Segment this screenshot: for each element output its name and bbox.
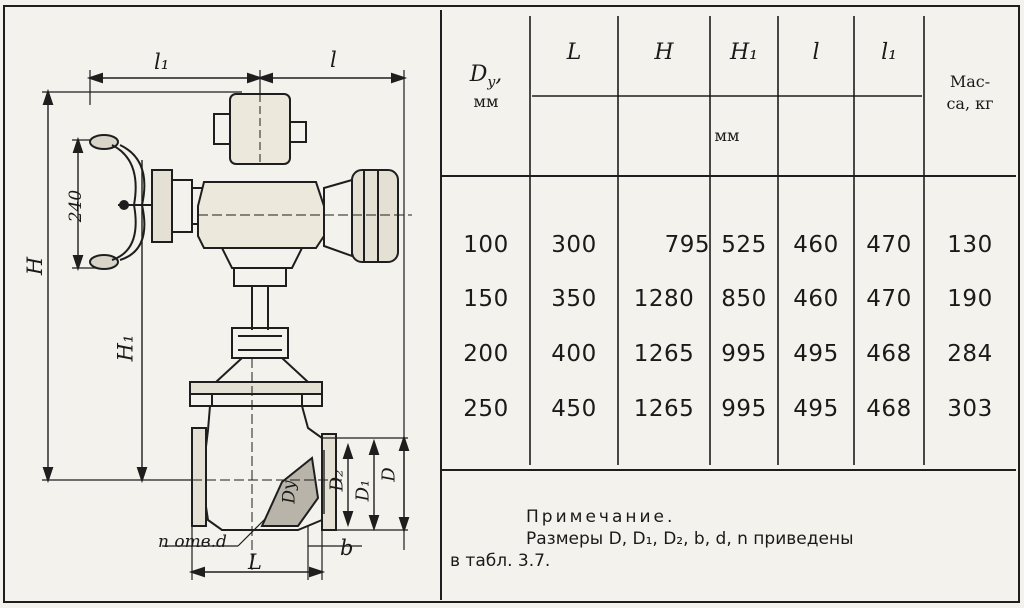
cell: 460	[793, 286, 839, 312]
cell: 200	[463, 341, 509, 367]
col-header-dy-unit: мм	[473, 92, 499, 111]
note-title: Примечание.	[526, 507, 676, 527]
cell: 468	[866, 396, 912, 422]
label-D: D	[378, 467, 400, 482]
cell: 1265	[633, 396, 695, 422]
label-H: H	[23, 256, 48, 276]
label-holes: n отв.d	[158, 532, 227, 552]
cell: 995	[721, 341, 767, 367]
label-l1: l₁	[154, 50, 170, 74]
cell: 850	[721, 286, 767, 312]
cell: 303	[947, 396, 993, 422]
col-header-l: l	[812, 40, 820, 65]
label-240: 240	[66, 189, 87, 223]
cell: 470	[866, 286, 912, 312]
cell: 1265	[633, 341, 695, 367]
label-b: b	[340, 536, 354, 560]
col-header-H1: H₁	[729, 40, 758, 65]
unit-mm: мм	[714, 126, 740, 145]
cell: 460	[793, 232, 839, 258]
label-L: L	[248, 550, 262, 574]
cell: 100	[463, 232, 509, 258]
col-header-l1: l₁	[881, 40, 897, 65]
cell: 400	[551, 341, 597, 367]
valve-drawing-svg	[42, 70, 412, 580]
col-header-mass-2: са, кг	[946, 94, 994, 113]
cell: 470	[866, 232, 912, 258]
cell: 495	[793, 396, 839, 422]
cell: 450	[551, 396, 597, 422]
col-header-dy-subscript: y	[487, 74, 496, 91]
cell: 284	[947, 341, 993, 367]
dimensions-table: Dy, мм L H H₁ l l₁ Мас- са, кг мм 100 30…	[440, 10, 1016, 600]
cell: 525	[721, 232, 767, 258]
label-D1: D₁	[352, 479, 374, 502]
cell: 350	[551, 286, 597, 312]
label-Dy: Dy	[279, 480, 300, 504]
col-header-H: H	[654, 40, 674, 65]
cell: 190	[947, 286, 993, 312]
col-header-dy: Dy,	[469, 62, 503, 91]
cell: 468	[866, 341, 912, 367]
label-D2: D₂	[326, 469, 348, 492]
cell: 130	[947, 232, 993, 258]
cell: 1280	[633, 286, 695, 312]
table-grid	[442, 16, 1016, 471]
cell: 250	[463, 396, 509, 422]
label-H1: H₁	[113, 334, 138, 362]
note-line-1: Размеры D, D₁, D₂, b, d, n приведены	[526, 529, 854, 549]
cell: 995	[721, 396, 767, 422]
cell: 795	[664, 232, 710, 258]
valve-drawing: l₁ l 240 H H₁ Dy D₂ D₁ D n отв.d L b	[12, 10, 440, 600]
col-header-dy-symbol: D	[469, 62, 488, 87]
cell: 495	[793, 341, 839, 367]
cell: 150	[463, 286, 509, 312]
col-header-mass-1: Мас-	[949, 72, 991, 91]
label-l: l	[330, 48, 337, 72]
cell: 300	[551, 232, 597, 258]
note-line-2: в табл. 3.7.	[450, 551, 551, 571]
col-header-L: L	[566, 40, 582, 65]
